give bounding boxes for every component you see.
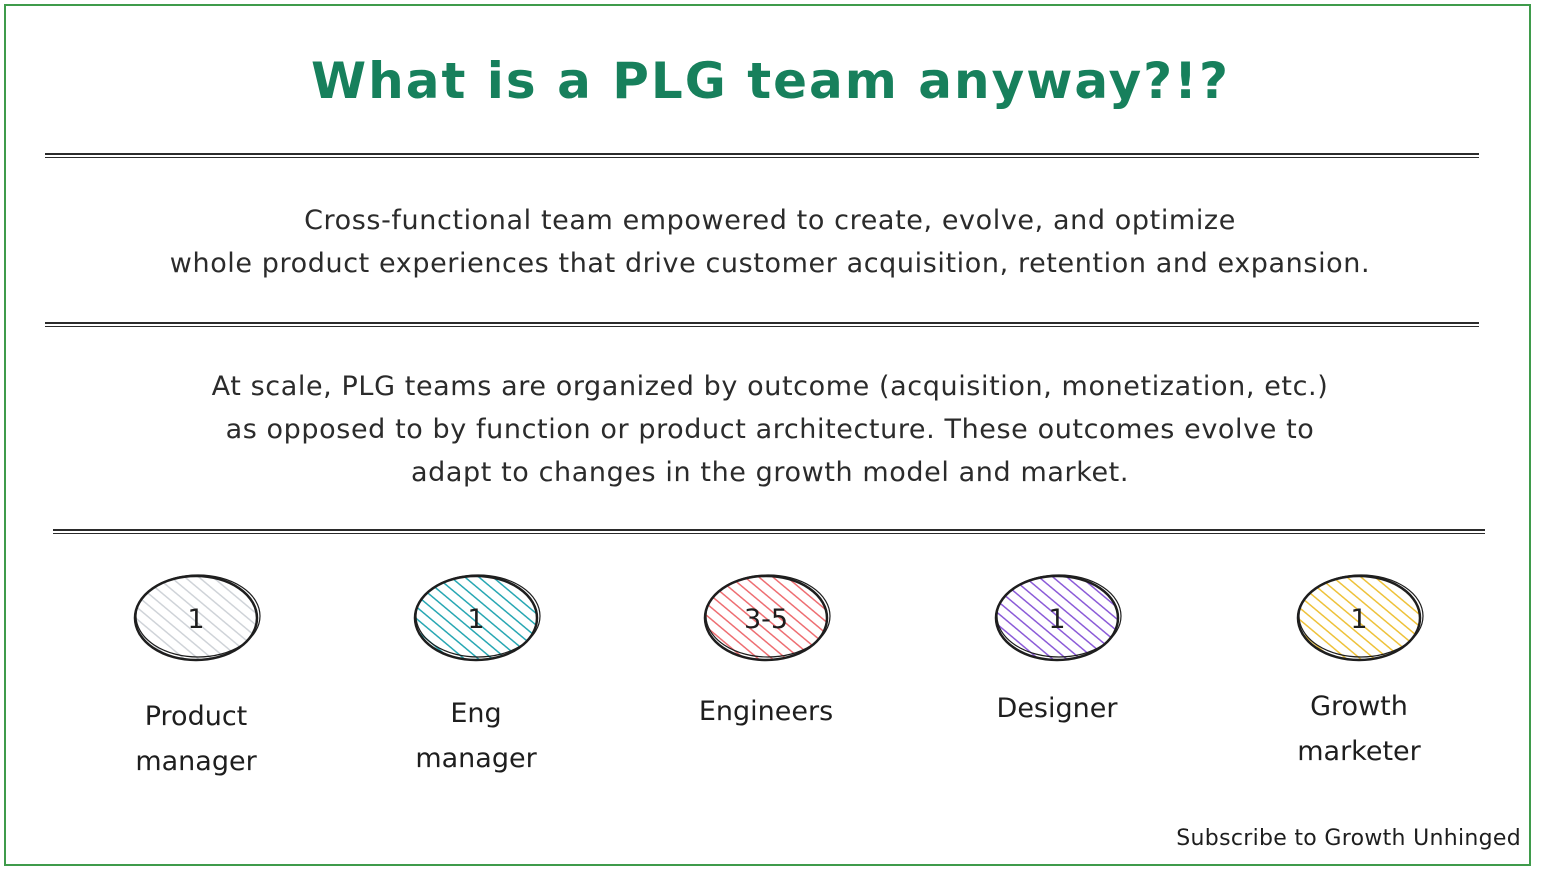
- role-count-ellipse: [413, 574, 539, 662]
- scale-note-line: At scale, PLG teams are organized by out…: [211, 371, 1329, 402]
- role-count: 1: [187, 604, 204, 635]
- subscribe-footer: Subscribe to Growth Unhinged: [1176, 826, 1521, 851]
- role-label: manager: [135, 746, 257, 777]
- role-label: Designer: [997, 693, 1119, 724]
- role-label: Eng: [450, 698, 501, 729]
- role-ellipse-sketch-stroke: [415, 574, 541, 658]
- role-label: Product: [145, 701, 248, 732]
- role-count-ellipse: [133, 574, 259, 662]
- divider-middle: [45, 322, 1479, 327]
- divider-top: [45, 153, 1479, 158]
- role-label: marketer: [1297, 736, 1421, 767]
- role-count: 1: [467, 604, 484, 635]
- scale-note-text: At scale, PLG teams are organized by out…: [40, 365, 1500, 494]
- role-count-ellipse: [994, 574, 1120, 662]
- role-ellipse-sketch-stroke: [135, 574, 261, 658]
- scale-note-line: adapt to changes in the growth model and…: [410, 457, 1130, 488]
- role-label: manager: [415, 743, 537, 774]
- scale-note-line: as opposed to by function or product arc…: [225, 414, 1315, 445]
- role-count-ellipse: [1296, 574, 1422, 662]
- definition-line: Cross-functional team empowered to creat…: [304, 205, 1236, 236]
- role-count: 3-5: [744, 604, 788, 635]
- divider-bottom: [53, 529, 1485, 534]
- role-count-ellipse: [703, 574, 829, 662]
- definition-line: whole product experiences that drive cus…: [169, 248, 1371, 279]
- outer-frame: [4, 4, 1531, 866]
- role-ellipse-sketch-stroke: [705, 574, 831, 658]
- role-label: Growth: [1310, 691, 1408, 722]
- role-count: 1: [1350, 604, 1367, 635]
- role-ellipse-sketch-stroke: [996, 574, 1122, 658]
- role-label: Engineers: [699, 696, 833, 727]
- role-count: 1: [1048, 604, 1065, 635]
- definition-text: Cross-functional team empowered to creat…: [40, 199, 1500, 285]
- role-ellipse-sketch-stroke: [1298, 574, 1424, 658]
- diagram-title: What is a PLG team anyway?!?: [311, 52, 1230, 110]
